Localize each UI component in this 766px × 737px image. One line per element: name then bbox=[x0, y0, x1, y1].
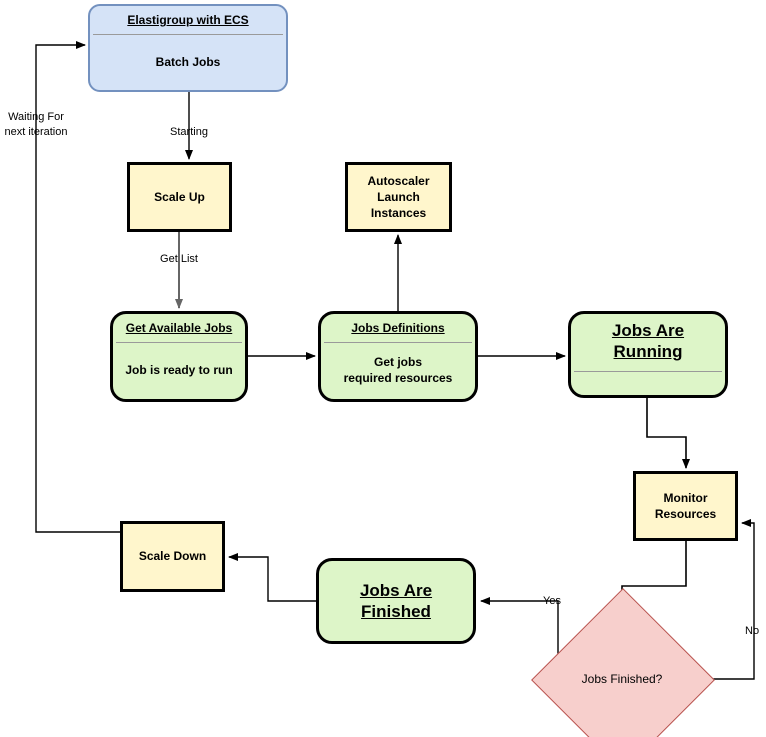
jobs-definitions-body: Get jobs required resources bbox=[343, 355, 453, 385]
autoscaler-label: Autoscaler Launch Instances bbox=[367, 173, 430, 221]
jobs-are-running-title-text: Jobs Are Running bbox=[611, 321, 685, 362]
node-jobs-finished-decision[interactable] bbox=[531, 588, 715, 737]
edge-label-get-list: Get List bbox=[160, 253, 198, 265]
node-get-available-jobs[interactable]: Get Available Jobs Job is ready to run bbox=[110, 311, 248, 402]
get-available-jobs-body: Job is ready to run bbox=[125, 363, 233, 378]
jobs-finished-decision-label: Jobs Finished? bbox=[581, 672, 663, 686]
jobs-are-finished-wrap: Jobs Are Finished bbox=[319, 561, 473, 641]
scale-down-label: Scale Down bbox=[138, 549, 207, 564]
edge-label-starting: Starting bbox=[170, 126, 208, 138]
edge-decision-no-to-monitorresources bbox=[686, 519, 755, 680]
edge-label-no: No bbox=[745, 625, 760, 637]
node-jobs-definitions[interactable]: Jobs Definitions Get jobs required resou… bbox=[318, 311, 478, 402]
edge-jobsarefinished-to-scaledown bbox=[228, 553, 316, 602]
node-elastigroup-with-ecs[interactable]: Elastigroup with ECS Batch Jobs bbox=[88, 4, 288, 92]
get-available-jobs-title: Get Available Jobs bbox=[125, 321, 233, 335]
jobs-definitions-title: Jobs Definitions bbox=[351, 321, 445, 335]
node-scale-down[interactable]: Scale Down bbox=[120, 521, 225, 592]
node-autoscaler-launch-instances[interactable]: Autoscaler Launch Instances bbox=[345, 162, 452, 232]
jobs-definitions-divider bbox=[324, 342, 472, 343]
get-available-jobs-divider bbox=[116, 342, 242, 343]
jobs-are-running-divider bbox=[574, 370, 722, 372]
node-jobs-are-finished[interactable]: Jobs Are Finished bbox=[316, 558, 476, 644]
elastigroup-divider bbox=[93, 34, 283, 35]
edge-label-waiting-next-iteration: Waiting For next iteration bbox=[4, 111, 68, 138]
monitor-resources-label: Monitor Resources bbox=[654, 490, 717, 521]
elastigroup-title: Elastigroup with ECS bbox=[127, 13, 249, 27]
jobs-are-finished-title: Jobs Are Finished bbox=[359, 580, 433, 621]
scale-up-label: Scale Up bbox=[154, 189, 205, 204]
edge-jobsarerunning-to-monitorresources bbox=[646, 398, 690, 469]
jobs-are-running-title: Jobs Are Running bbox=[571, 314, 725, 371]
jobs-are-running-body bbox=[571, 372, 725, 396]
node-monitor-resources[interactable]: Monitor Resources bbox=[633, 471, 738, 541]
edge-label-yes: Yes bbox=[543, 595, 561, 607]
node-jobs-are-running[interactable]: Jobs Are Running bbox=[568, 311, 728, 398]
elastigroup-body: Batch Jobs bbox=[155, 54, 221, 69]
node-scale-up[interactable]: Scale Up bbox=[127, 162, 232, 232]
